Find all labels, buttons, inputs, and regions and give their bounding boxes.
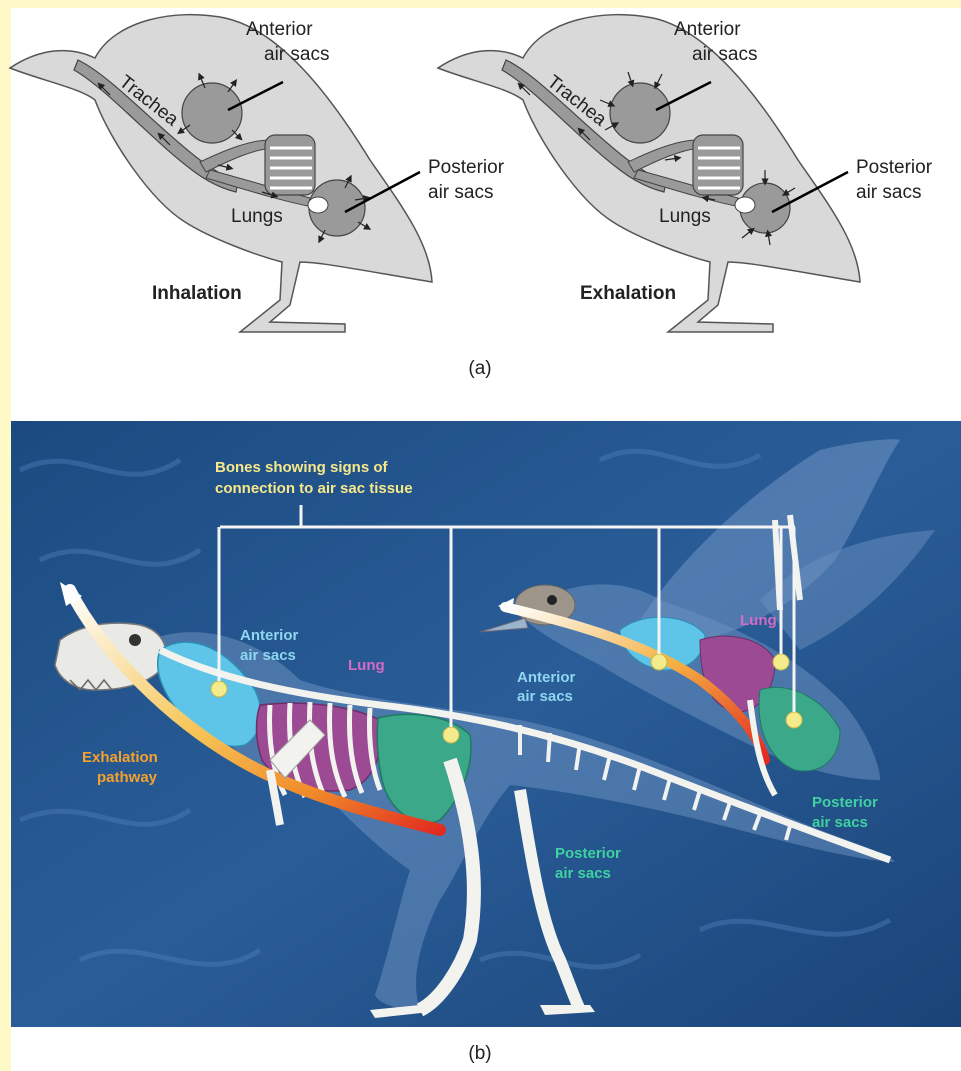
anterior-label-exhalation-1: Anterior <box>674 19 741 40</box>
dino-anterior-label-1: Anterior <box>240 627 299 644</box>
bird-lung-label: Lung <box>740 612 777 629</box>
inhalation-label: Inhalation <box>152 283 242 304</box>
bones-label-line1: Bones showing signs of <box>215 459 389 476</box>
posterior-label-inhalation-1: Posterior <box>428 157 505 178</box>
dino-lung-label: Lung <box>348 657 385 674</box>
bird-posterior-label-1: Posterior <box>812 794 878 811</box>
lungs-inhalation <box>265 135 315 195</box>
bones-label-line2: connection to air sac tissue <box>215 480 413 497</box>
bird-lung-bone-dot <box>773 654 789 670</box>
bird-posterior-label-2: air sacs <box>812 814 868 831</box>
panel-b: Bones showing signs of connection to air… <box>11 421 961 1027</box>
bird-anterior-label-1: Anterior <box>517 669 576 686</box>
anterior-sac-exhalation <box>610 83 670 143</box>
posterior-label-inhalation-2: air sacs <box>428 182 493 203</box>
anterior-label-inhalation-1: Anterior <box>246 19 313 40</box>
dino-anterior-label-2: air sacs <box>240 647 296 664</box>
dino-posterior-label-1: Posterior <box>555 845 621 862</box>
bird-anterior-label-2: air sacs <box>517 688 573 705</box>
lungs-label-inhalation: Lungs <box>231 206 283 227</box>
bird-anterior-bone-dot <box>651 654 667 670</box>
exhalation-label: Exhalation <box>580 283 676 304</box>
exhalation-pathway-label-1: Exhalation <box>82 749 158 766</box>
lungs-label-exhalation: Lungs <box>659 206 711 227</box>
posterior-label-exhalation-2: air sacs <box>856 182 921 203</box>
bird-posterior-bone-dot <box>786 712 802 728</box>
dino-posterior-bone-dot <box>443 727 459 743</box>
anterior-label-inhalation-2: air sacs <box>264 44 329 65</box>
anterior-label-exhalation-2: air sacs <box>692 44 757 65</box>
dino-anterior-bone-dot <box>211 681 227 697</box>
posterior-label-exhalation-1: Posterior <box>856 157 933 178</box>
lungs-exhalation <box>693 135 743 195</box>
caption-a: (a) <box>468 358 491 379</box>
dino-posterior-label-2: air sacs <box>555 865 611 882</box>
exhalation-pathway-label-2: pathway <box>97 769 158 786</box>
anterior-sac-inhalation <box>182 83 242 143</box>
caption-b: (b) <box>468 1043 491 1064</box>
